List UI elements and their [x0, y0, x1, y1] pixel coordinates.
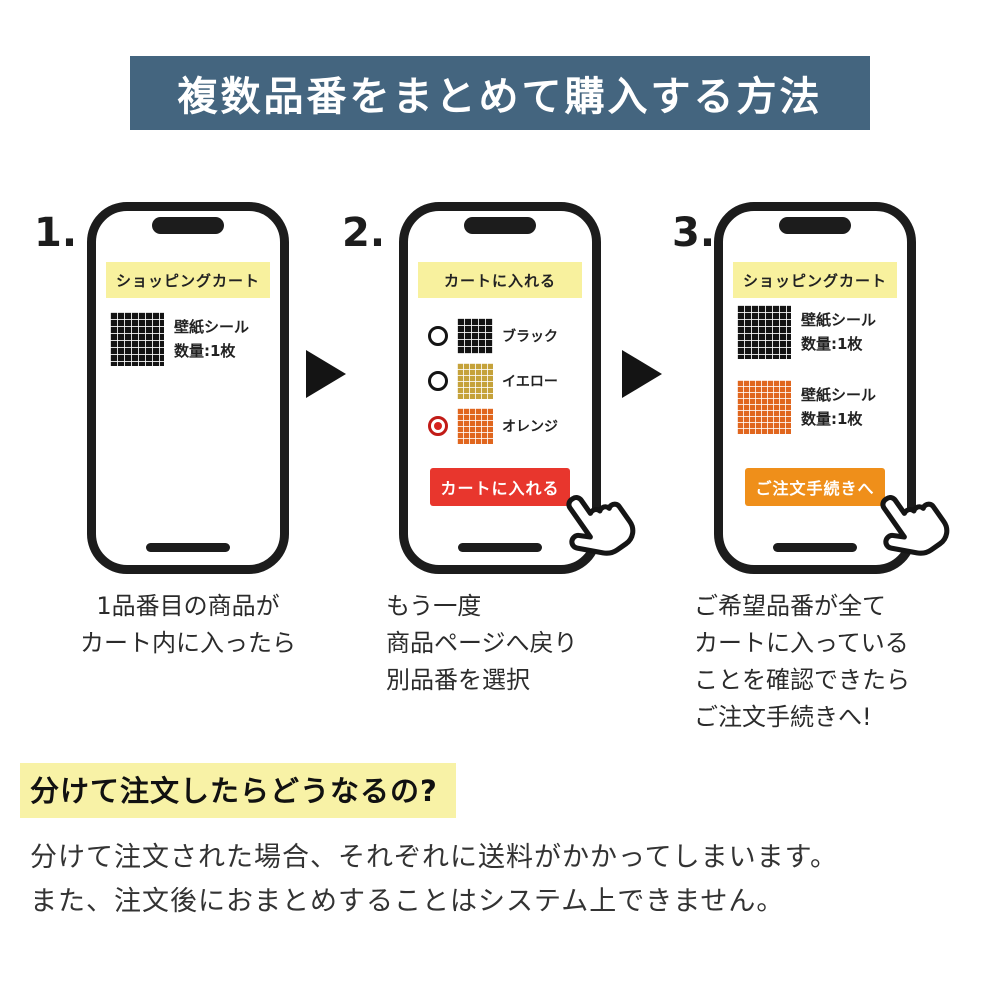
step-2-number: 2.: [342, 210, 386, 256]
item-name: 壁紙シール: [174, 318, 250, 336]
step-1-number: 1.: [34, 210, 78, 256]
caption-line: ご注文手続きへ!: [694, 703, 872, 731]
item-name: 壁紙シール: [801, 311, 877, 329]
footer-line: 分けて注文された場合、それぞれに送料がかかってしまいます。: [30, 842, 838, 873]
swatch-black: [457, 318, 493, 354]
product-swatch-black: [110, 312, 164, 366]
hand-cursor-icon: [541, 471, 647, 577]
radio-dot: [434, 422, 442, 430]
product-swatch-black: [737, 305, 791, 359]
home-indicator: [146, 543, 230, 552]
phone-notch: [152, 217, 224, 234]
cart-item: 壁紙シール 数量:1枚: [737, 305, 876, 359]
item-qty: 数量:1枚: [801, 410, 863, 428]
arrow-right-icon: [622, 350, 662, 398]
caption-line: もう一度: [386, 592, 482, 620]
item-qty: 数量:1枚: [801, 335, 863, 353]
footer-line: また、注文後におまとめすることはシステム上できません。: [30, 886, 785, 917]
caption-line: ことを確認できたら: [694, 666, 910, 694]
home-indicator: [773, 543, 857, 552]
home-indicator: [458, 543, 542, 552]
caption-line: ご希望品番が全て: [694, 592, 886, 620]
color-option-black: ブラック: [428, 318, 558, 354]
phone-mockup-2: カートに入れる ブラック イエロー オレンジ カートに入れる: [399, 202, 601, 574]
footer-heading: 分けて注文したらどうなるの?: [20, 763, 456, 818]
add-to-cart-banner: カートに入れる: [418, 262, 582, 298]
cart-item-text: 壁紙シール 数量:1枚: [801, 308, 876, 356]
radio-unselected-icon: [428, 326, 448, 346]
item-qty: 数量:1枚: [174, 342, 236, 360]
caption-line: 別品番を選択: [386, 666, 530, 694]
swatch-yellow: [457, 363, 493, 399]
caption-line: カートに入っている: [694, 629, 909, 657]
checkout-button: ご注文手続きへ: [745, 468, 885, 506]
footer-body: 分けて注文された場合、それぞれに送料がかかってしまいます。 また、注文後におまと…: [30, 836, 838, 924]
caption-line: 1品番目の商品が: [96, 592, 280, 620]
radio-unselected-icon: [428, 371, 448, 391]
option-label: オレンジ: [502, 419, 558, 435]
caption-line: カート内に入ったら: [80, 629, 296, 657]
radio-selected-icon: [428, 416, 448, 436]
color-option-orange: オレンジ: [428, 408, 558, 444]
cart-banner: ショッピングカート: [106, 262, 270, 298]
cart-item: 壁紙シール 数量:1枚: [110, 312, 249, 366]
step-1-caption: 1品番目の商品が カート内に入ったら: [50, 588, 326, 662]
swatch-orange: [457, 408, 493, 444]
add-to-cart-button: カートに入れる: [430, 468, 570, 506]
arrow-right-icon: [306, 350, 346, 398]
phone-notch: [464, 217, 536, 234]
caption-line: 商品ページへ戻り: [386, 629, 578, 657]
option-label: ブラック: [502, 329, 558, 345]
page-title: 複数品番をまとめて購入する方法: [130, 56, 870, 130]
step-2-caption: もう一度 商品ページへ戻り 別品番を選択: [386, 588, 578, 699]
item-name: 壁紙シール: [801, 386, 877, 404]
step-3-caption: ご希望品番が全て カートに入っている ことを確認できたら ご注文手続きへ!: [694, 588, 910, 736]
step-3-number: 3.: [672, 210, 716, 256]
product-swatch-orange: [737, 380, 791, 434]
cart-item-text: 壁紙シール 数量:1枚: [801, 383, 876, 431]
phone-mockup-3: ショッピングカート 壁紙シール 数量:1枚 壁紙シール 数量:1枚 ご注文手続き…: [714, 202, 916, 574]
cart-item-text: 壁紙シール 数量:1枚: [174, 315, 249, 363]
cart-item: 壁紙シール 数量:1枚: [737, 380, 876, 434]
color-option-yellow: イエロー: [428, 363, 558, 399]
phone-mockup-1: ショッピングカート 壁紙シール 数量:1枚: [87, 202, 289, 574]
hand-cursor-icon: [855, 471, 961, 577]
option-label: イエロー: [502, 374, 558, 390]
cart-banner: ショッピングカート: [733, 262, 897, 298]
phone-notch: [779, 217, 851, 234]
